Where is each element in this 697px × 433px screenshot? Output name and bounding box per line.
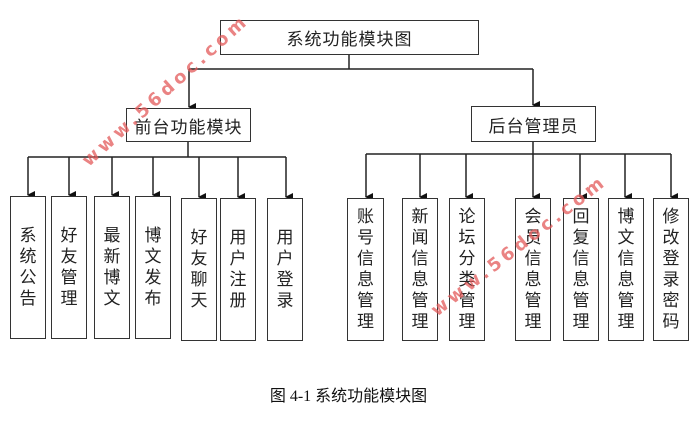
leaf-latest-posts: 最新博文	[94, 196, 130, 339]
leaf-user-login: 用户登录	[267, 198, 303, 341]
leaf-label: 新闻信息管理	[411, 206, 429, 332]
leaf-label: 最新博文	[103, 225, 121, 309]
leaf-label: 系统公告	[19, 225, 37, 309]
leaf-label: 会员信息管理	[524, 206, 542, 332]
figure-caption: 图 4-1 系统功能模块图	[269, 388, 428, 405]
backend-admin-box: 后台管理员	[471, 106, 596, 142]
frontend-module-label: 前台功能模块	[134, 117, 243, 138]
root-label: 系统功能模块图	[286, 30, 413, 50]
leaf-system-notice: 系统公告	[10, 196, 46, 339]
leaf-label: 用户登录	[276, 227, 294, 311]
leaf-label: 账号信息管理	[357, 206, 374, 332]
leaf-friend-chat: 好友聊天	[181, 198, 217, 341]
leaf-post-info-management: 博文信息管理	[608, 198, 644, 341]
root-box: 系统功能模块图	[220, 20, 479, 55]
leaf-news-info-management: 新闻信息管理	[402, 198, 438, 341]
leaf-account-info-management: 账号信息管理	[347, 198, 384, 341]
leaf-user-register: 用户注册	[220, 198, 256, 341]
leaf-member-info-management: 会员信息管理	[515, 198, 551, 341]
leaf-label: 修改登录密码	[662, 206, 680, 332]
leaf-post-publish: 博文发布	[135, 196, 171, 339]
leaf-change-login-password: 修改登录密码	[653, 198, 689, 341]
leaf-label: 论坛分类管理	[458, 206, 476, 332]
leaf-reply-info-management: 回复信息管理	[563, 198, 599, 341]
leaf-label: 博文发布	[144, 225, 162, 309]
leaf-label: 好友聊天	[190, 227, 208, 311]
leaf-label: 用户注册	[229, 227, 247, 311]
backend-admin-label: 后台管理员	[488, 116, 579, 137]
leaf-label: 回复信息管理	[572, 206, 590, 332]
leaf-label: 好友管理	[60, 225, 78, 309]
leaf-label: 博文信息管理	[617, 206, 635, 332]
leaf-forum-category-management: 论坛分类管理	[449, 198, 485, 341]
frontend-module-box: 前台功能模块	[126, 108, 251, 142]
leaf-friend-management: 好友管理	[51, 196, 87, 339]
